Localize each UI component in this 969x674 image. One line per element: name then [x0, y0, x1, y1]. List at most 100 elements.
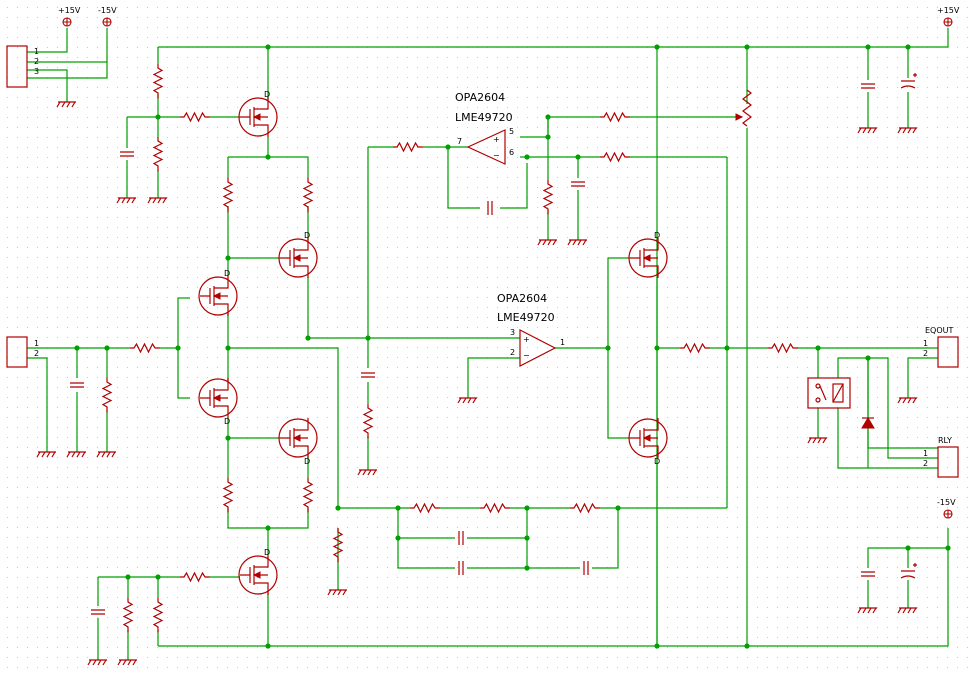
conn-rly-pin-2: 2 [923, 459, 928, 468]
resistor [152, 137, 164, 172]
connector-input: 1 2 [6, 336, 39, 368]
resistor [570, 502, 600, 514]
junction-dot [125, 574, 131, 580]
svg-text:−: − [493, 151, 500, 160]
drain-label: D [654, 231, 660, 240]
opamp-top-name: OPA2604 [455, 91, 505, 104]
capacitor [120, 151, 134, 157]
conn-eqout-pin-1: 1 [923, 339, 928, 348]
opamp-mid-pin-out: 1 [560, 338, 565, 347]
junction-dot [744, 44, 750, 50]
capacitor [861, 571, 875, 577]
resistor [600, 151, 630, 163]
ground-symbol [327, 589, 347, 596]
power-p15-tl: +15V [58, 6, 81, 27]
drain-label: D [264, 548, 270, 557]
conn-in-pin-1: 1 [34, 339, 39, 348]
ground-symbol [897, 607, 917, 614]
potentiometer [735, 89, 752, 127]
junction-dot [545, 134, 551, 140]
conn-power-pin-1: 1 [34, 47, 39, 56]
junction-dot [104, 345, 110, 351]
power-m15-br: -15V [937, 498, 956, 519]
ground-symbol [96, 451, 116, 458]
resistor [101, 378, 113, 413]
opamp-mid-name: OPA2604 [497, 292, 547, 305]
junction-dot [155, 114, 161, 120]
resistor [768, 342, 798, 354]
junction-dot [265, 525, 271, 531]
drain-label: D [224, 269, 230, 278]
junction-dot [615, 505, 621, 511]
opamp-top-alt: LME49720 [455, 111, 513, 124]
conn-eqout-pin-2: 2 [923, 349, 928, 358]
ground-symbol [36, 451, 56, 458]
mosfet: D [238, 548, 278, 595]
connector-rly: 1 2 RLY [923, 436, 959, 478]
ground-symbol [117, 659, 137, 666]
junction-dots [74, 44, 951, 649]
drain-label: D [304, 231, 310, 240]
junction-dot [365, 335, 371, 341]
power-p15-tr: +15V [937, 6, 960, 27]
capacitor [487, 201, 493, 215]
junction-dot [225, 345, 231, 351]
resistor [302, 478, 314, 513]
ground-symbol [567, 239, 587, 246]
ground-symbol [457, 397, 477, 404]
opamp-mid: 3 2 1 + − OPA2604 LME49720 [497, 292, 565, 367]
ground-symbols [36, 101, 917, 666]
junction-dot [865, 355, 871, 361]
resistor [130, 342, 160, 354]
electrolytic-capacitor [900, 563, 917, 579]
junction-dot [524, 535, 530, 541]
mosfet: D [278, 231, 318, 278]
power-m15-br-label: -15V [937, 498, 956, 507]
junction-dot [654, 643, 660, 649]
capacitor [861, 83, 875, 89]
opamp-top-pin-plus: 5 [509, 127, 514, 136]
connector-power: 1 2 3 [6, 45, 39, 88]
mosfet: D [198, 269, 238, 316]
junction-dot [905, 545, 911, 551]
drain-label: D [224, 417, 230, 426]
junction-dot [225, 255, 231, 261]
opamp-mid-pin-plus: 3 [510, 328, 515, 337]
ground-symbol [116, 197, 136, 204]
junction-dot [335, 505, 341, 511]
conn-power-pin-2: 2 [34, 57, 39, 66]
mosfet: D [628, 418, 668, 466]
ground-symbol [56, 101, 76, 108]
ground-symbol [87, 659, 107, 666]
conn-eqout-label: EQOUT [925, 326, 954, 335]
resistor [332, 528, 344, 563]
junction-dot [175, 345, 181, 351]
ground-symbol [897, 397, 917, 404]
ground-symbol [857, 607, 877, 614]
junction-dot [225, 435, 231, 441]
electrolytic-capacitor [900, 73, 917, 89]
mosfet: D [278, 418, 318, 466]
power-m15-tl-label: -15V [98, 6, 117, 15]
junction-dot [524, 565, 530, 571]
power-p15-tr-label: +15V [937, 6, 960, 15]
junction-dot [905, 44, 911, 50]
resistor [152, 64, 164, 99]
capacitor [361, 372, 375, 378]
conn-rly-label: RLY [938, 436, 952, 445]
junction-dot [305, 335, 311, 341]
capacitors [70, 73, 917, 615]
ground-symbol [66, 451, 86, 458]
junction-dot [155, 574, 161, 580]
resistor [542, 180, 554, 215]
opamp-mid-alt: LME49720 [497, 311, 555, 324]
junction-dot [445, 144, 451, 150]
mosfet: D [198, 378, 238, 426]
ground-symbol [357, 469, 377, 476]
junction-dot [744, 643, 750, 649]
junction-dot [605, 345, 611, 351]
resistor [600, 111, 630, 123]
junction-dot [265, 44, 271, 50]
